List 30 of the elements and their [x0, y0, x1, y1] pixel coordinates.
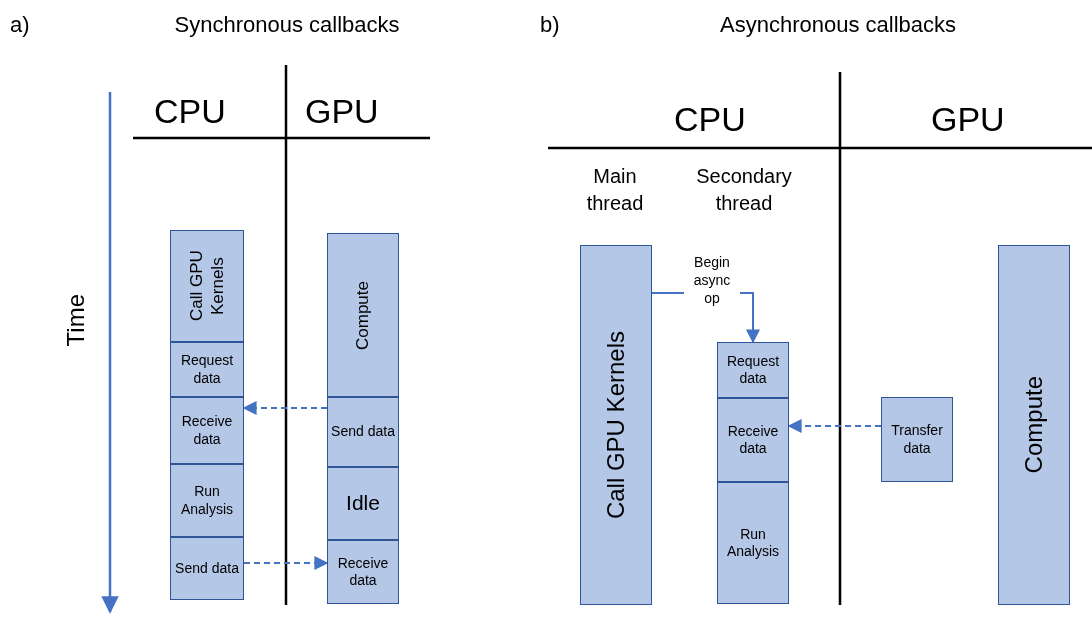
task-block: Receive data	[717, 398, 789, 482]
column-header: GPU	[305, 92, 379, 131]
task-block: Send data	[170, 537, 244, 600]
task-block: Request data	[717, 342, 789, 398]
column-header: CPU	[154, 92, 226, 131]
panel-title: Synchronous callbacks	[174, 12, 400, 38]
column-header: GPU	[931, 100, 1005, 139]
task-block: Request data	[170, 342, 244, 397]
dashed-arrow	[243, 556, 329, 570]
task-block: Compute	[327, 233, 399, 397]
task-block: Receive data	[170, 397, 244, 464]
task-block: Idle	[327, 467, 399, 540]
dashed-arrow	[787, 419, 882, 433]
task-block: Transfer data	[881, 397, 953, 482]
task-block: Call GPU Kernels	[170, 230, 244, 342]
axis-label: Time	[62, 294, 90, 347]
column-header: CPU	[674, 100, 746, 139]
panel-title: Asynchronous callbacks	[720, 12, 956, 38]
thread-label: Main thread	[585, 164, 645, 216]
task-block: Send data	[327, 397, 399, 467]
task-block: Run Analysis	[170, 464, 244, 537]
task-block: Run Analysis	[717, 482, 789, 604]
task-block: Receive data	[327, 540, 399, 604]
edge-label: Begin async op	[684, 253, 740, 308]
thread-label: Secondary thread	[695, 164, 793, 216]
panel-letter: b)	[540, 12, 560, 38]
dashed-arrow	[242, 401, 328, 415]
panel-letter: a)	[10, 12, 30, 38]
task-block: Compute	[998, 245, 1070, 605]
task-block: Call GPU Kernels	[580, 245, 652, 605]
